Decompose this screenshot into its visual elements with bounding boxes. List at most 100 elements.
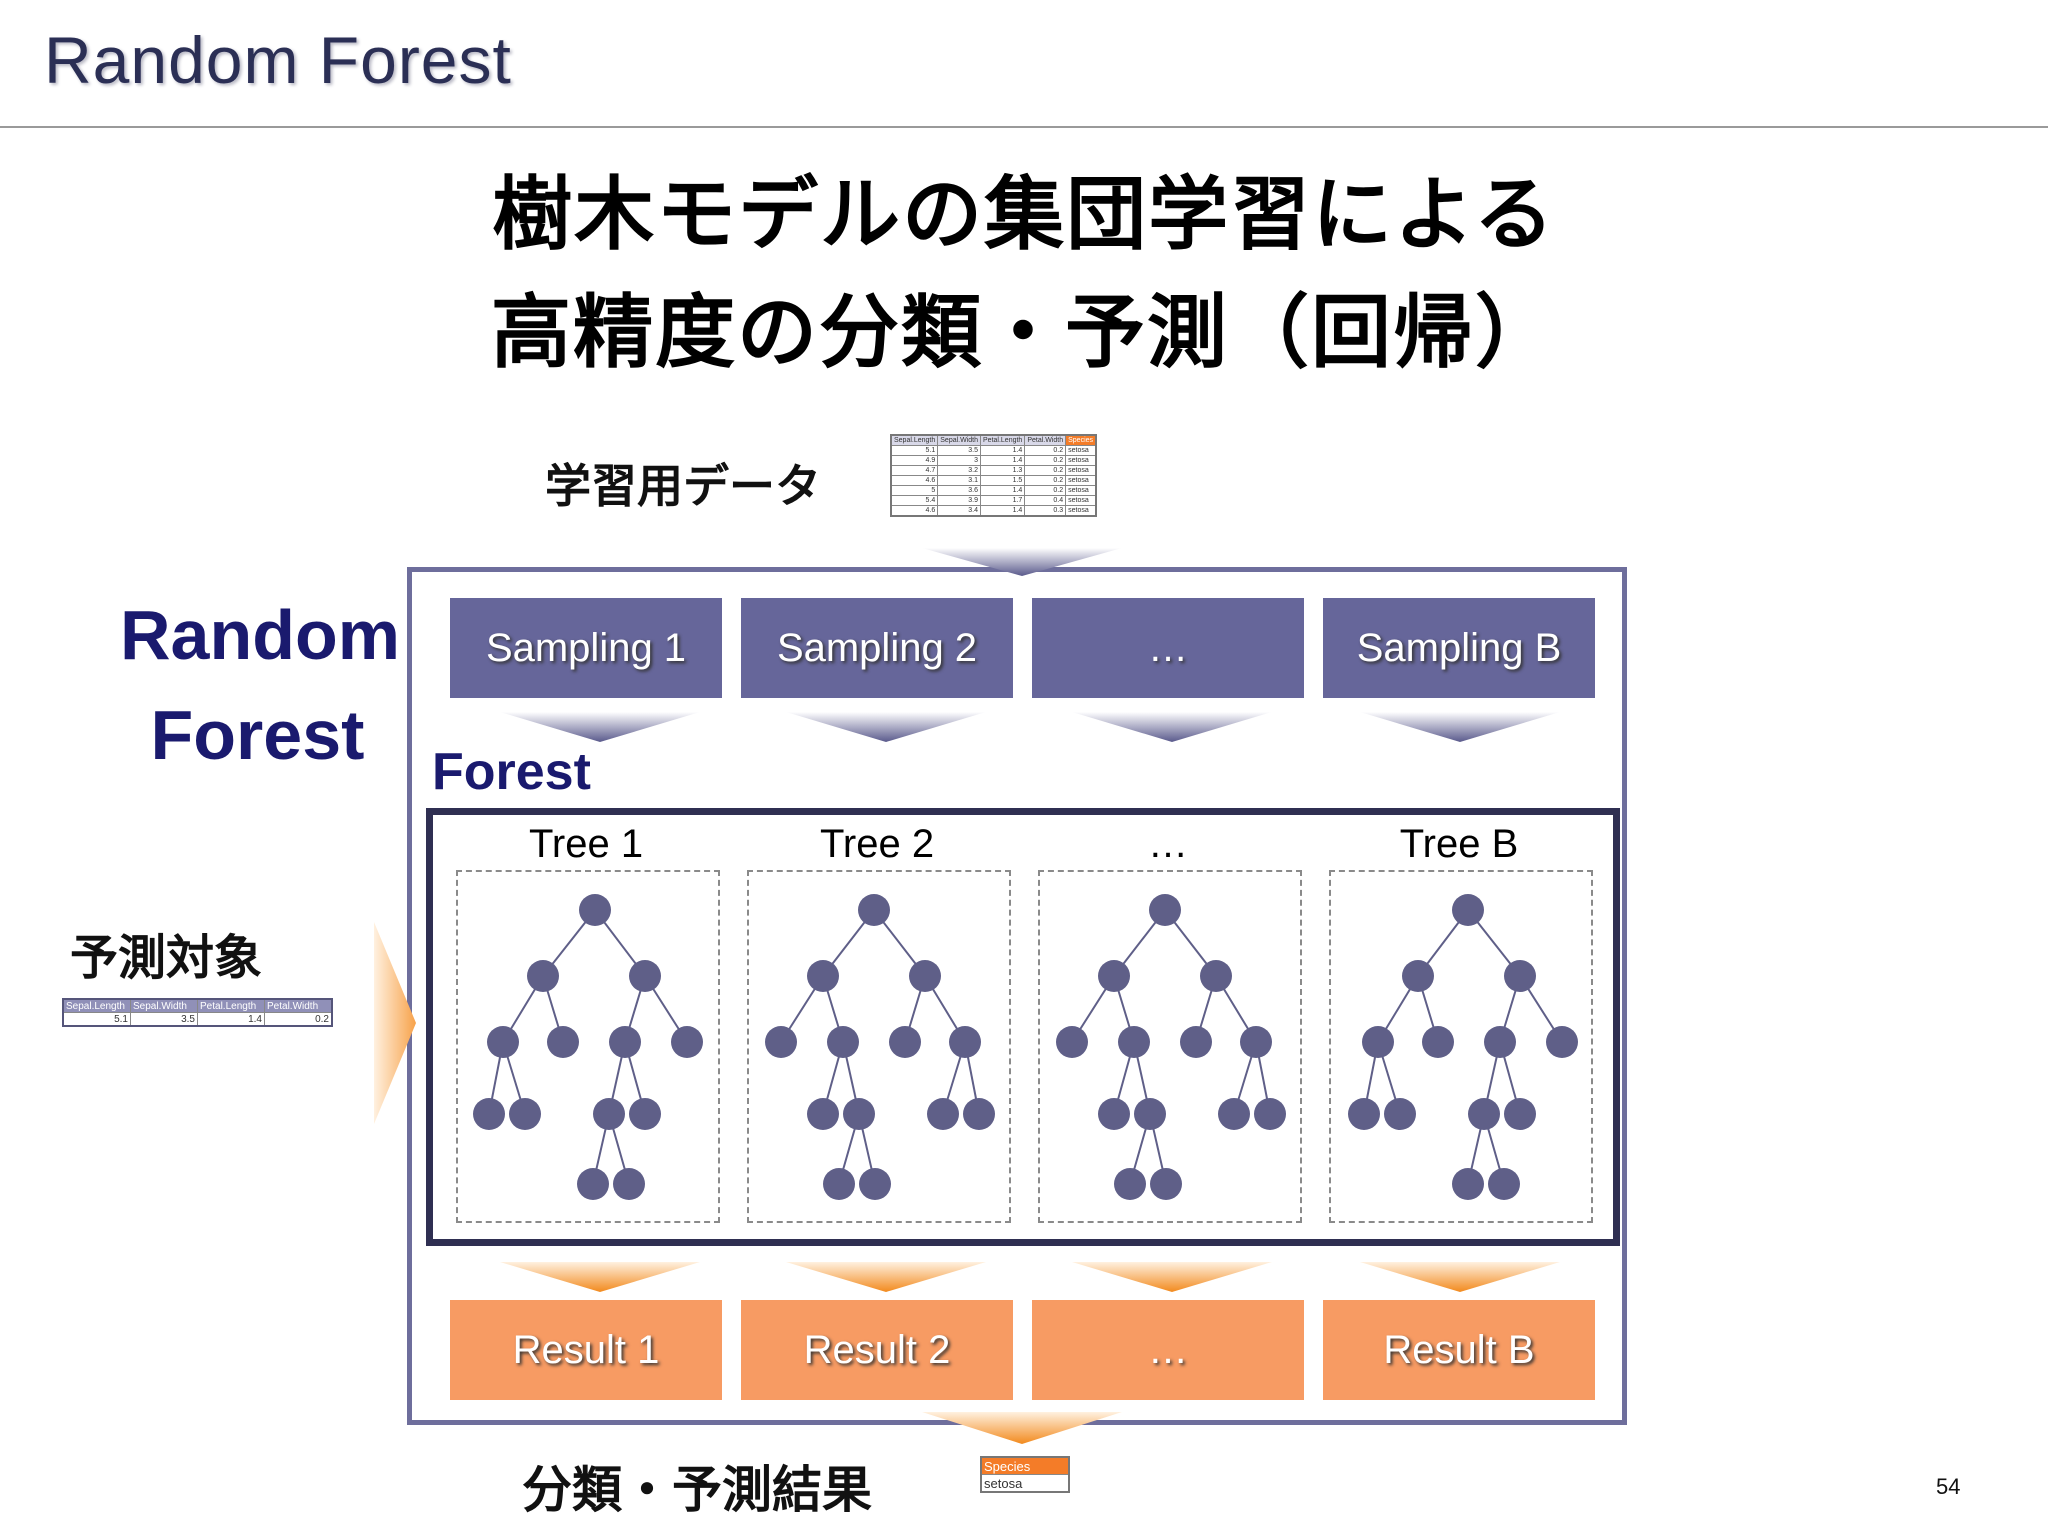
tree-title-1: Tree 1 (528, 822, 644, 866)
tree-box-1 (456, 870, 720, 1223)
table-cell: setosa (980, 1474, 1070, 1493)
tree-node (1218, 1098, 1250, 1130)
table-header-cell: Sepal.Length (62, 998, 131, 1013)
sampling-box-1: Sampling 1 (450, 598, 722, 698)
tree-node (889, 1026, 921, 1058)
tree-node (1114, 1168, 1146, 1200)
tree-node (963, 1098, 995, 1130)
arrow-down-icon (786, 1262, 986, 1292)
tree-node (1098, 1098, 1130, 1130)
tree-node (823, 1168, 855, 1200)
tree-node (927, 1098, 959, 1130)
tree-node (765, 1026, 797, 1058)
slide-title: Random Forest (44, 23, 512, 97)
tree-node (1056, 1026, 1088, 1058)
tree-node (1240, 1026, 1272, 1058)
arrow-down-icon (922, 548, 1122, 576)
tree-diagram (1056, 894, 1286, 1200)
tree-node (827, 1026, 859, 1058)
table-row: setosa (980, 1474, 1070, 1493)
table-cell: 0.2 (264, 1012, 333, 1027)
tree-diagram (473, 894, 703, 1200)
tree-node (1468, 1098, 1500, 1130)
tree-title-ellipsis: … (1148, 822, 1188, 866)
tree-node (547, 1026, 579, 1058)
table-header-cell: Petal.Length (197, 998, 265, 1013)
tree-title-2: Tree 2 (819, 822, 935, 866)
arrow-down-icon (786, 712, 986, 742)
tree-node (949, 1026, 981, 1058)
table-cell: setosa (1065, 495, 1097, 506)
tree-node (1546, 1026, 1578, 1058)
headline-line-2: 高精度の分類・予測（回帰） (491, 286, 1557, 379)
tree-node (629, 1098, 661, 1130)
sampling-box-2: Sampling 2 (741, 598, 1013, 698)
sampling-box-ellipsis: … (1032, 598, 1304, 698)
arrow-right-icon (374, 922, 416, 1124)
tree-node (527, 960, 559, 992)
tree-box-4 (1329, 870, 1593, 1223)
tree-node (1484, 1026, 1516, 1058)
tree-node (1254, 1098, 1286, 1130)
tree-node (473, 1098, 505, 1130)
tree-node (577, 1168, 609, 1200)
tree-node (1384, 1098, 1416, 1130)
tree-node (609, 1026, 641, 1058)
sampling-box-b: Sampling B (1323, 598, 1595, 698)
random-forest-label-line-2: Forest (150, 696, 365, 774)
prediction-target-table: Sepal.Length Sepal.Width Petal.Length Pe… (62, 998, 333, 1027)
result-label: 分類・予測結果 (522, 1461, 872, 1519)
tree-node (909, 960, 941, 992)
table-header-row: Sepal.Length Sepal.Width Petal.Length Pe… (890, 434, 1097, 446)
tree-node (1402, 960, 1434, 992)
tree-node (1180, 1026, 1212, 1058)
tree-node (1118, 1026, 1150, 1058)
tree-node (613, 1168, 645, 1200)
prediction-target-label: 予測対象 (70, 930, 263, 986)
table-cell: 4.6 (890, 505, 939, 517)
tree-node (859, 1168, 891, 1200)
table-cell: 1.4 (980, 505, 1026, 517)
forest-label: Forest (432, 743, 591, 801)
tree-node (1098, 960, 1130, 992)
tree-node (1362, 1026, 1394, 1058)
table-header-cell: Species (980, 1456, 1070, 1475)
result-box-1: Result 1 (450, 1300, 722, 1400)
tree-node (858, 894, 890, 926)
result-box-b: Result B (1323, 1300, 1595, 1400)
tree-node (593, 1098, 625, 1130)
arrow-down-icon (500, 712, 700, 742)
tree-box-2 (747, 870, 1011, 1223)
result-box-2: Result 2 (741, 1300, 1013, 1400)
table-cell: 5.4 (890, 495, 939, 506)
tree-node (843, 1098, 875, 1130)
result-table: Species setosa (980, 1456, 1070, 1493)
tree-diagram (1348, 894, 1578, 1200)
table-cell: 1.7 (980, 495, 1026, 506)
arrow-down-icon (500, 1262, 700, 1292)
tree-title-b: Tree B (1399, 822, 1519, 866)
tree-node (1200, 960, 1232, 992)
tree-node (807, 960, 839, 992)
result-box-ellipsis: … (1032, 1300, 1304, 1400)
tree-node (1150, 1168, 1182, 1200)
forest-frame (426, 808, 1620, 1246)
tree-diagrams (473, 894, 1578, 1200)
tree-node (1422, 1026, 1454, 1058)
arrow-down-icon (1360, 1262, 1560, 1292)
page-number: 54 (1936, 1474, 1961, 1499)
table-cell: 1.4 (197, 1012, 265, 1027)
random-forest-label-line-1: Random (120, 596, 400, 674)
tree-node (1134, 1098, 1166, 1130)
tree-box-3 (1038, 870, 1302, 1223)
random-forest-label: Random Forest (120, 585, 400, 785)
tree-diagram (765, 894, 995, 1200)
arrow-down-icon (1072, 1262, 1272, 1292)
table-cell: setosa (1065, 505, 1097, 517)
tree-node (629, 960, 661, 992)
